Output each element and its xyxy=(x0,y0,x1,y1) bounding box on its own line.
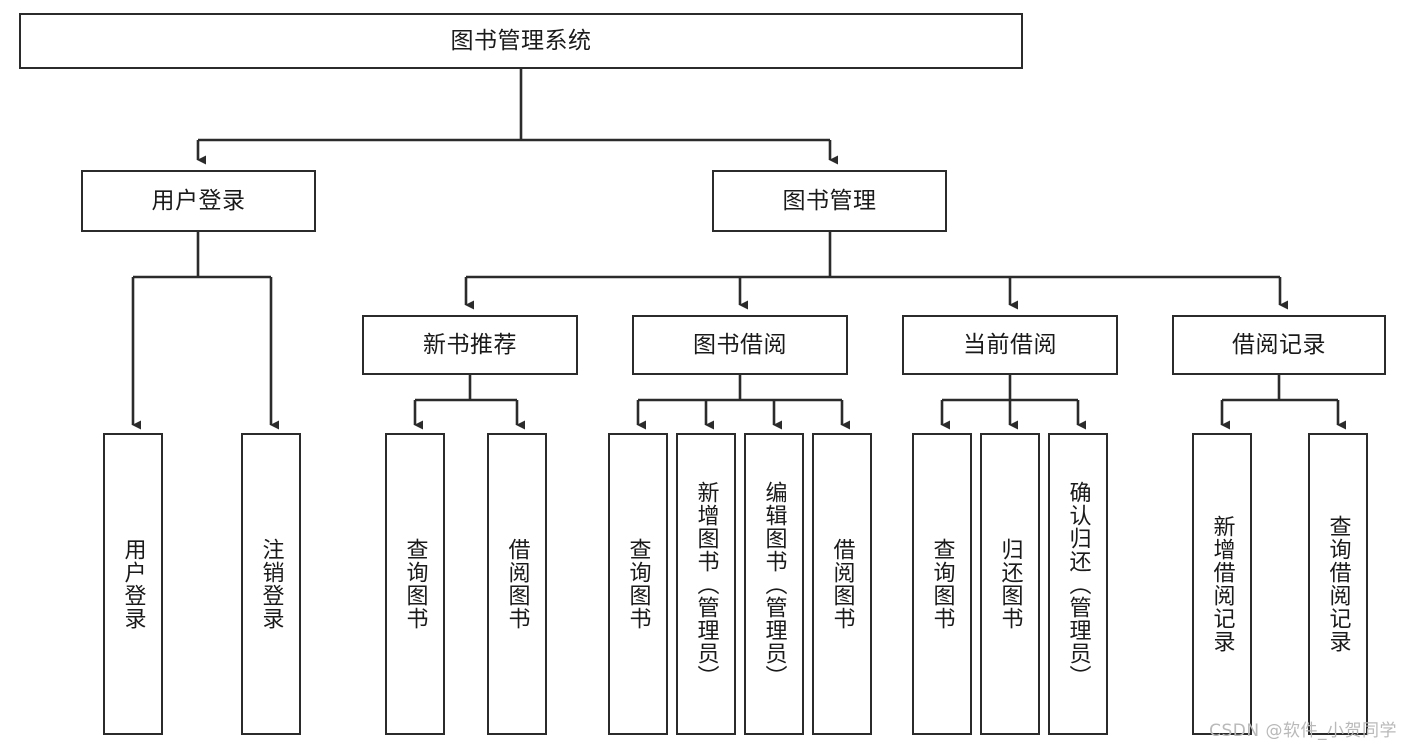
node-book-borrow[interactable]: 图书借阅 xyxy=(632,315,848,375)
node-leaf-recommend-query-book-label: 查询图书 xyxy=(402,538,428,630)
node-leaf-borrow-edit-book[interactable]: 编辑图书（管理员） xyxy=(744,433,804,735)
node-new-book-recommend-label: 新书推荐 xyxy=(423,331,517,358)
node-leaf-borrow-borrow-book[interactable]: 借阅图书 xyxy=(812,433,872,735)
node-leaf-record-add-record-label: 新增借阅记录 xyxy=(1209,515,1235,653)
node-leaf-borrow-edit-book-label: 编辑图书（管理员） xyxy=(761,480,787,688)
node-leaf-borrow-add-book[interactable]: 新增图书（管理员） xyxy=(676,433,736,735)
node-book-borrow-label: 图书借阅 xyxy=(693,331,787,358)
node-root-system-label: 图书管理系统 xyxy=(450,27,592,54)
node-leaf-borrow-query-book[interactable]: 查询图书 xyxy=(608,433,668,735)
node-leaf-record-add-record[interactable]: 新增借阅记录 xyxy=(1192,433,1252,735)
node-borrow-record-label: 借阅记录 xyxy=(1232,331,1326,358)
csdn-watermark: CSDN @软件_小贺同学 xyxy=(1209,721,1397,741)
node-book-management-label: 图书管理 xyxy=(782,187,877,214)
node-leaf-record-query-record[interactable]: 查询借阅记录 xyxy=(1308,433,1368,735)
node-leaf-user-login-signout-label: 注销登录 xyxy=(258,538,284,630)
node-leaf-current-query-book[interactable]: 查询图书 xyxy=(912,433,972,735)
node-borrow-record[interactable]: 借阅记录 xyxy=(1172,315,1386,375)
node-user-login[interactable]: 用户登录 xyxy=(81,170,316,232)
node-leaf-recommend-borrow-book[interactable]: 借阅图书 xyxy=(487,433,547,735)
node-current-borrow-label: 当前借阅 xyxy=(963,331,1057,358)
node-leaf-user-login-signout[interactable]: 注销登录 xyxy=(241,433,301,735)
node-leaf-borrow-add-book-label: 新增图书（管理员） xyxy=(693,480,719,688)
node-leaf-recommend-borrow-book-label: 借阅图书 xyxy=(504,538,530,630)
node-leaf-current-confirm-return-label: 确认归还（管理员） xyxy=(1065,480,1091,688)
node-leaf-user-login-signin-label: 用户登录 xyxy=(120,538,146,630)
node-root-system[interactable]: 图书管理系统 xyxy=(19,13,1023,69)
node-leaf-current-return-book[interactable]: 归还图书 xyxy=(980,433,1040,735)
node-leaf-current-query-book-label: 查询图书 xyxy=(929,538,955,630)
node-current-borrow[interactable]: 当前借阅 xyxy=(902,315,1118,375)
node-leaf-borrow-borrow-book-label: 借阅图书 xyxy=(829,538,855,630)
node-user-login-label: 用户登录 xyxy=(151,187,246,214)
node-new-book-recommend[interactable]: 新书推荐 xyxy=(362,315,578,375)
node-leaf-record-query-record-label: 查询借阅记录 xyxy=(1325,515,1351,653)
node-leaf-borrow-query-book-label: 查询图书 xyxy=(625,538,651,630)
node-leaf-user-login-signin[interactable]: 用户登录 xyxy=(103,433,163,735)
node-leaf-recommend-query-book[interactable]: 查询图书 xyxy=(385,433,445,735)
node-book-management[interactable]: 图书管理 xyxy=(712,170,947,232)
node-leaf-current-return-book-label: 归还图书 xyxy=(997,538,1023,630)
node-leaf-current-confirm-return[interactable]: 确认归还（管理员） xyxy=(1048,433,1108,735)
